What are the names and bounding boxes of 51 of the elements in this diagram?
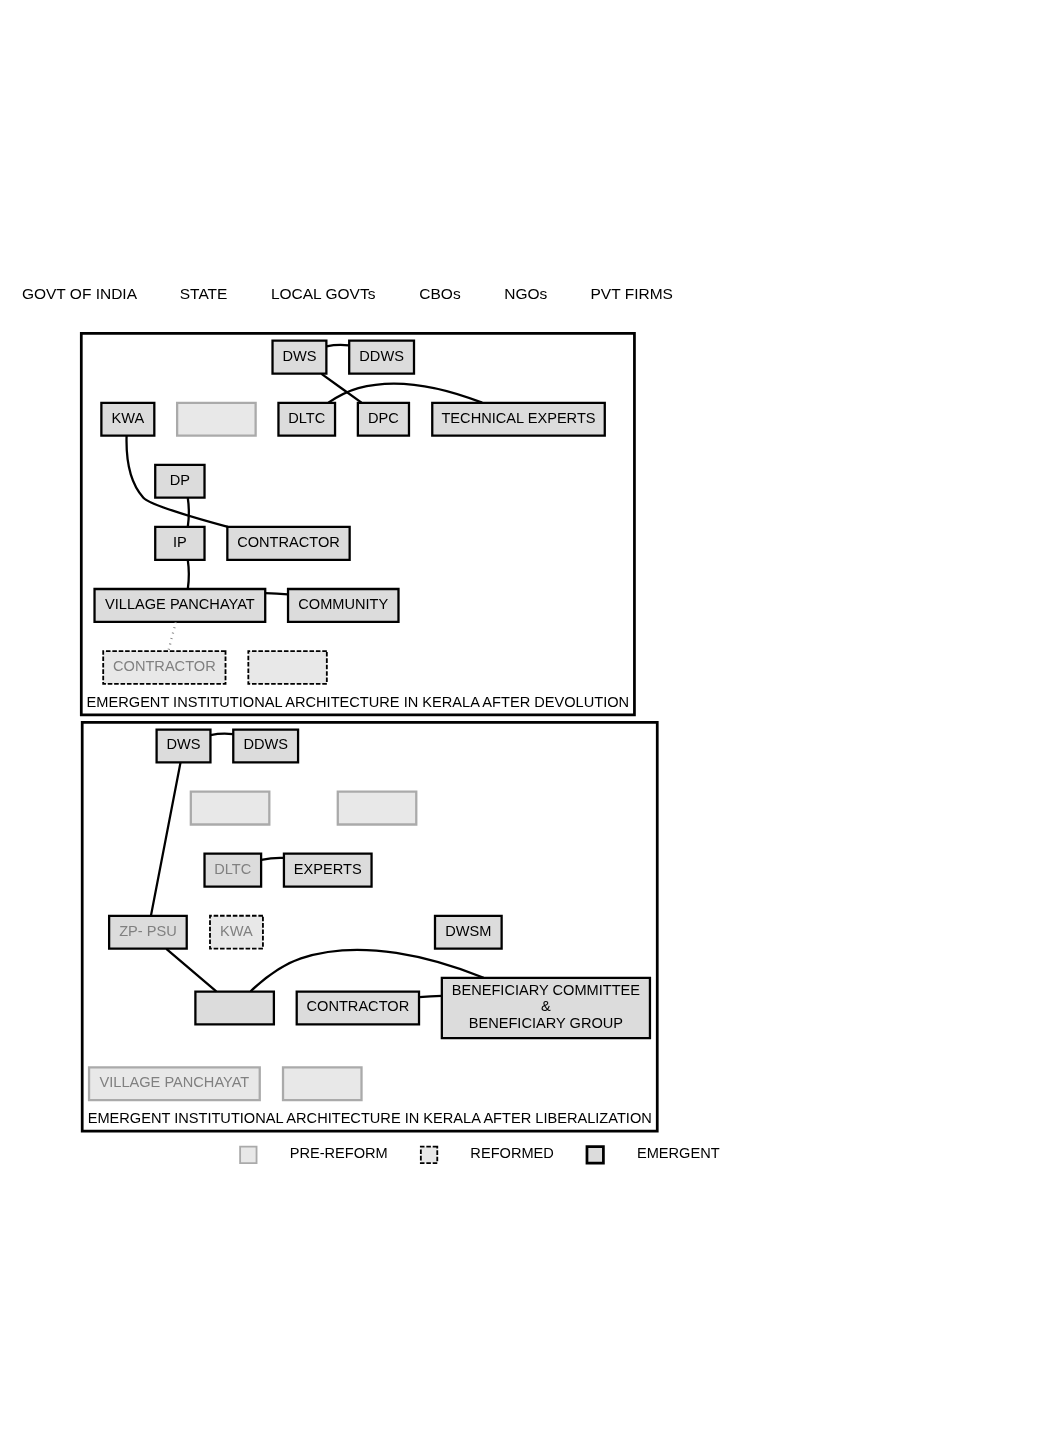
node-box: DPC <box>356 401 411 437</box>
label: GOVT OF INDIA <box>21 284 138 302</box>
node-box: TECHNICAL EXPERTS <box>431 401 606 437</box>
node-box: DWSM <box>433 914 503 950</box>
node-box: DDWS <box>348 339 416 375</box>
node-box: IP <box>154 525 206 561</box>
node-box: ZP- PSU <box>108 914 188 950</box>
node-box <box>194 990 276 1026</box>
node-box <box>176 401 257 437</box>
node-box <box>336 790 418 826</box>
node-box: CONTRACTOR <box>295 990 421 1026</box>
connector <box>149 762 182 916</box>
node-box: VILLAGE PANCHAYAT <box>93 587 267 623</box>
legend-label: EMERGENT <box>636 1145 720 1162</box>
connector <box>186 559 190 589</box>
node-box: COMMUNITY <box>286 587 400 623</box>
legend-label: REFORMED <box>470 1145 554 1162</box>
node-box: DWS <box>271 339 328 375</box>
label: NGOs <box>504 284 548 302</box>
connector <box>419 994 442 999</box>
connector <box>167 621 177 651</box>
connector <box>320 372 363 404</box>
node-box: CONTRACTOR <box>226 525 351 561</box>
node-box: CONTRACTOR <box>102 650 227 685</box>
connector <box>249 948 485 993</box>
node-box: BENEFICIARY COMMITTEE & BENEFICIARY GROUP <box>440 976 652 1040</box>
connector <box>327 382 483 404</box>
node-box: KWA <box>209 914 264 950</box>
connector <box>165 947 217 993</box>
connector <box>186 497 190 527</box>
label: STATE <box>179 284 228 302</box>
node-box <box>189 790 271 826</box>
node-box: DLTC <box>277 401 337 437</box>
label: LOCAL GOVTs <box>270 284 376 302</box>
node-box: DLTC <box>203 852 263 888</box>
legend-label: PRE-REFORM <box>289 1145 388 1162</box>
connector <box>125 435 229 528</box>
label: PVT FIRMS <box>590 284 673 302</box>
connector <box>265 592 288 596</box>
node-box: DP <box>154 463 206 499</box>
node-box <box>247 650 328 685</box>
label: CBOs <box>419 284 461 302</box>
node-box: VILLAGE PANCHAYAT <box>87 1066 261 1102</box>
connector <box>210 732 233 737</box>
connector <box>261 856 284 861</box>
node-box: EXPERTS <box>282 852 373 888</box>
node-box <box>281 1066 363 1102</box>
connector <box>326 343 349 348</box>
node-box: DDWS <box>232 728 300 764</box>
node-box: DWS <box>155 728 212 764</box>
node-box: KWA <box>100 401 156 437</box>
